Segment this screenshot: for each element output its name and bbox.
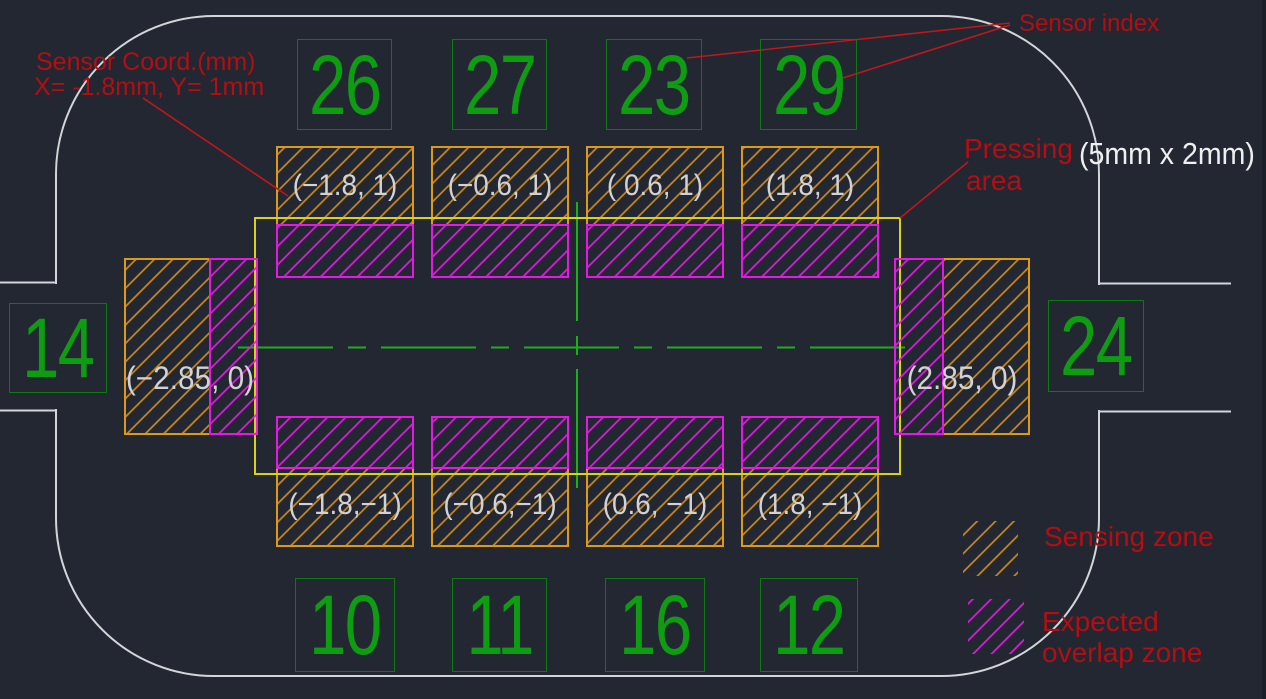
sensor-index-box-26: 26	[297, 39, 392, 130]
sensing-zone	[741, 146, 879, 226]
sensor-index-box-14: 14	[9, 303, 107, 393]
sensing-zone	[586, 146, 724, 226]
overlap-zones	[209, 224, 944, 469]
overlap-zone	[431, 416, 569, 469]
sensor-index-number: 12	[773, 578, 846, 672]
overlap-zone	[431, 224, 569, 278]
overlap-zone	[586, 224, 724, 278]
sensor-coord-label: (−1.8, 1)	[292, 169, 398, 202]
index-leader-line-29	[842, 24, 1011, 79]
right-notch-gap	[1094, 285, 1104, 410]
sensor-index-box-29: 29	[760, 39, 857, 130]
sensor-coord-label: (−1.8,−1)	[288, 488, 402, 521]
sensing-zones	[124, 146, 1030, 547]
sensor-index-number: 23	[618, 37, 691, 132]
overlap-zone	[741, 224, 879, 278]
sensor-coord-label: (−2.85, 0)	[125, 360, 255, 396]
sensor-index-annotation: Sensor index	[1019, 10, 1160, 37]
sensor-index-box-23: 23	[606, 39, 702, 130]
sensor-coord-label: (0.6, −1)	[602, 488, 708, 521]
side-notch-lines	[0, 281, 1231, 413]
pressing-size-label: (5mm x 2mm)	[1079, 136, 1255, 171]
sensor-index-number: 14	[22, 301, 95, 395]
overlap-zone	[586, 416, 724, 469]
sensing-zone-left	[124, 258, 211, 435]
legend-sensing-zone-label: Sensing zone	[1044, 521, 1214, 552]
sensor-coord-annotation-line1: Sensor Coord.(mm)	[36, 48, 256, 76]
sensor-index-number: 10	[309, 578, 382, 672]
sensor-index-box-16: 16	[605, 578, 705, 672]
sensor-coord-label: (2.85, 0)	[906, 360, 1018, 396]
sensor-index-number: 24	[1060, 299, 1133, 393]
sensor-index-box-11: 11	[452, 578, 547, 672]
canvas-edge	[1262, 0, 1266, 699]
sensor-index-box-24: 24	[1048, 300, 1144, 392]
overlap-zone	[276, 416, 414, 469]
centerlines	[238, 202, 917, 491]
pressing-leader-line	[899, 161, 969, 219]
pressing-area-annotation-line2: area	[966, 165, 1023, 196]
sensor-coord-label: ( 0.6, 1)	[606, 169, 704, 202]
sensor-coord-label: (1.8, 1)	[765, 169, 855, 202]
leader-lines	[142, 22, 1011, 219]
device-outline	[0, 15, 1231, 677]
sensing-zone	[741, 467, 879, 547]
sensor-index-box-27: 27	[452, 39, 547, 130]
legend-overlap-label-line2: overlap zone	[1042, 637, 1203, 668]
sensing-zone-right	[942, 258, 1030, 435]
sensor-index-box-12: 12	[760, 578, 858, 672]
pressing-area-annotation-line1: Pressing	[964, 133, 1073, 164]
left-notch-gap	[52, 284, 61, 409]
sensor-index-number: 29	[772, 37, 846, 132]
overlap-zone-left	[209, 258, 258, 435]
legend-overlap-label-line1: Expected	[1042, 606, 1159, 637]
sensor-coord-label: (−0.6,−1)	[443, 488, 557, 521]
sensing-zone	[586, 467, 724, 547]
overlap-zone	[276, 224, 414, 278]
sensing-zone	[276, 146, 414, 226]
overlap-zone-swatch	[968, 599, 1024, 654]
legend-swatches	[963, 521, 1024, 654]
sensor-index-box-10: 10	[295, 578, 395, 672]
coord-leader-line	[142, 97, 289, 197]
sensor-index-number: 26	[308, 37, 382, 132]
sensor-index-number: 16	[619, 578, 692, 672]
overlap-zone	[741, 416, 879, 469]
overlap-zone-right	[894, 258, 944, 435]
sensor-coord-label: (−0.6, 1)	[447, 169, 553, 202]
sensor-coord-annotation-line2: X= -1.8mm, Y= 1mm	[34, 73, 265, 101]
index-leader-line-23	[686, 22, 1011, 59]
sensor-index-number: 27	[463, 37, 537, 132]
sensor-coord-label: (1.8, −1)	[757, 488, 863, 521]
sensor-index-number: 11	[466, 578, 534, 672]
sensing-zone-swatch	[963, 521, 1018, 576]
